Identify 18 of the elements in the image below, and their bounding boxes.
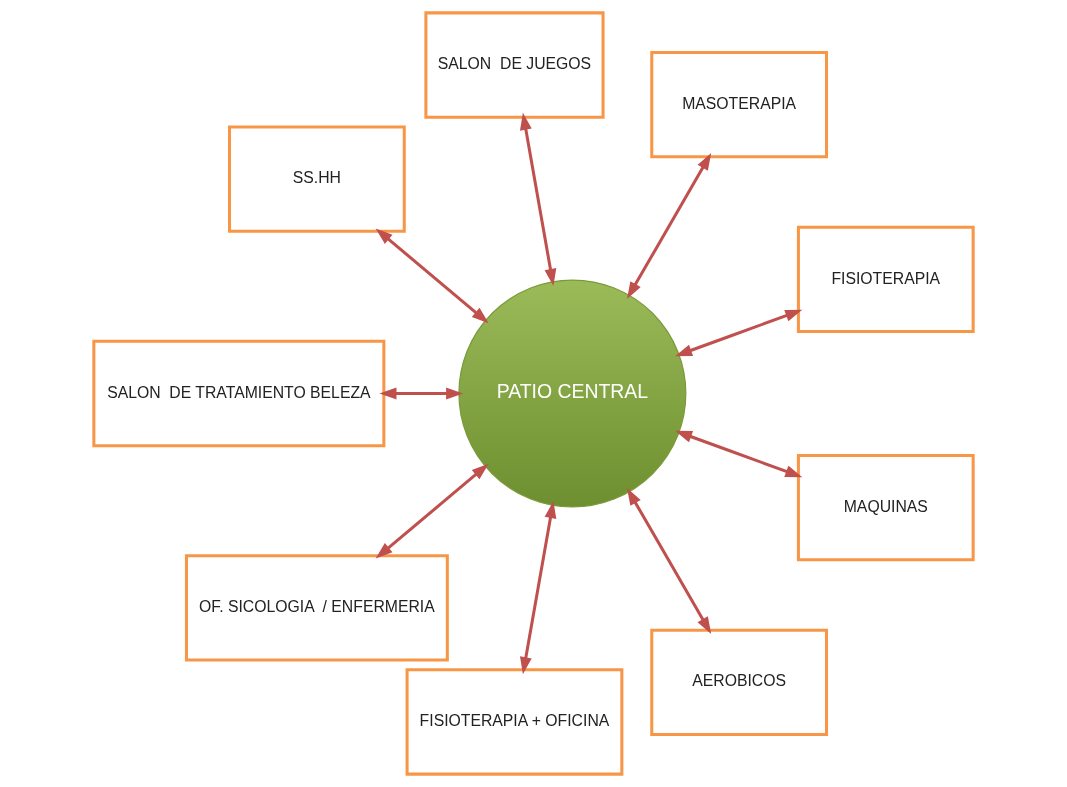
arrow: [627, 488, 712, 634]
arrow: [675, 309, 803, 357]
arrow: [627, 153, 712, 299]
arrow: [519, 112, 557, 286]
node-box: MASOTERAPIA: [650, 50, 829, 159]
node-box: MAQUINAS: [796, 453, 975, 562]
node-box: OF. SICOLOGIA / ENFERMERIA: [184, 554, 449, 662]
arrow: [675, 430, 803, 478]
node-box: FISIOTERAPIA + OFICINA: [405, 668, 624, 776]
arrow: [375, 463, 489, 559]
arrow: [519, 501, 557, 675]
arrow: [379, 387, 464, 400]
node-box: FISIOTERAPIA: [796, 225, 975, 334]
node-box: AEROBICOS: [650, 628, 829, 737]
arrow: [375, 228, 489, 324]
node-box: SALON DE JUEGOS: [424, 11, 605, 119]
node-box: SALON DE TRATAMIENTO BELEZA: [92, 339, 386, 448]
node-box: SS.HH: [228, 125, 406, 233]
